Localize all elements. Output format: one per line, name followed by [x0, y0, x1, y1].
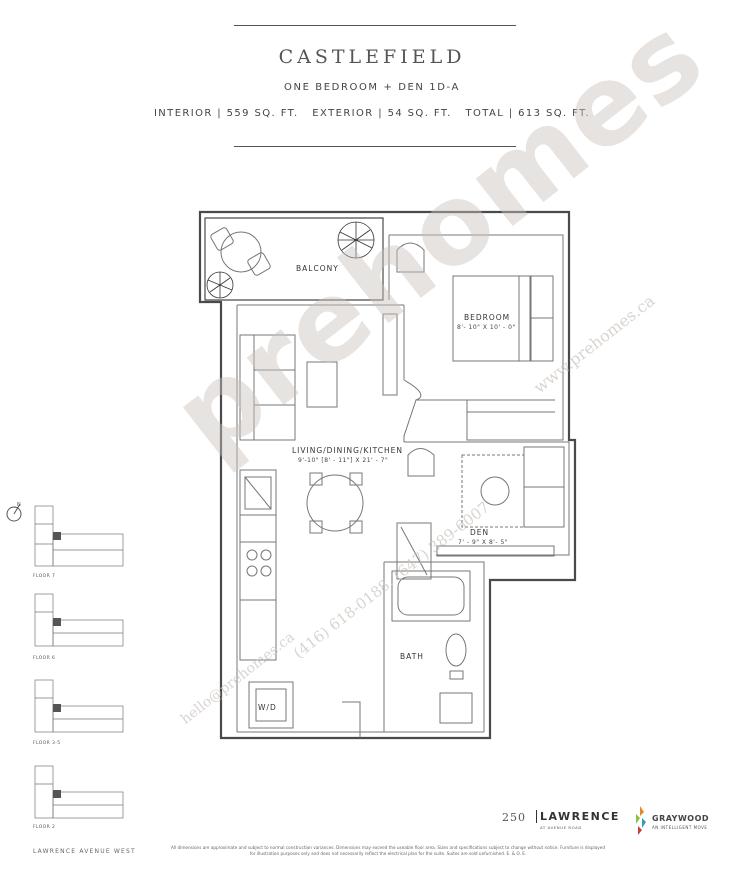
room-label-bedroom: BEDROOM [464, 313, 511, 322]
header-bottom-rule [234, 146, 516, 147]
disclaimer-text: All dimensions are approximate and subje… [171, 845, 605, 856]
suite-subtitle: ONE BEDROOM + DEN 1D-A [284, 82, 460, 93]
outer-wall [198, 210, 577, 740]
room-label-wd: W/D [258, 703, 277, 712]
room-label-balcony: BALCONY [296, 264, 339, 273]
room-label-living: LIVING/DINING/KITCHEN [292, 446, 403, 455]
key-plan-floor-3-5 [34, 679, 124, 733]
room-dim-den: 7' - 9" X 8'- 5" [458, 539, 509, 546]
key-plan-label-floor-7: FLOOR 7 [33, 574, 56, 579]
key-plan-label-floor-2: FLOOR 2 [33, 825, 56, 830]
room-dim-bedroom: 8'- 10" X 10' - 0" [457, 324, 516, 331]
project-name: LAWRENCE [536, 810, 620, 823]
key-plan-floor-7 [34, 505, 124, 567]
room-label-bath: BATH [400, 652, 424, 661]
project-subtitle: AT AVENUE ROAD [540, 825, 582, 830]
developer-tagline: AN INTELLIGENT MOVE [652, 825, 708, 830]
key-plan-label-floor-3-5: FLOOR 3-5 [33, 741, 61, 746]
project-number: 250 [502, 811, 526, 824]
key-plan-label-floor-6: FLOOR 6 [33, 656, 56, 661]
svg-text:N: N [17, 502, 21, 508]
inner-wall [204, 217, 384, 301]
suite-title: CASTLEFIELD [278, 46, 466, 68]
key-plan-floor-6 [34, 593, 124, 647]
north-compass-icon: N [6, 502, 22, 522]
header-top-rule [234, 25, 516, 26]
key-plan-floor-2 [34, 765, 124, 819]
suite-areas: INTERIOR | 559 SQ. FT. EXTERIOR | 54 SQ.… [153, 108, 591, 119]
graywood-logo-icon [636, 806, 646, 835]
developer-name: GRAYWOOD [652, 814, 710, 823]
street-label: LAWRENCE AVENUE WEST [33, 848, 136, 855]
room-dim-living: 9'-10" [8' - 11"] X 21' - 7" [298, 457, 389, 464]
room-label-den: DEN [470, 528, 490, 537]
